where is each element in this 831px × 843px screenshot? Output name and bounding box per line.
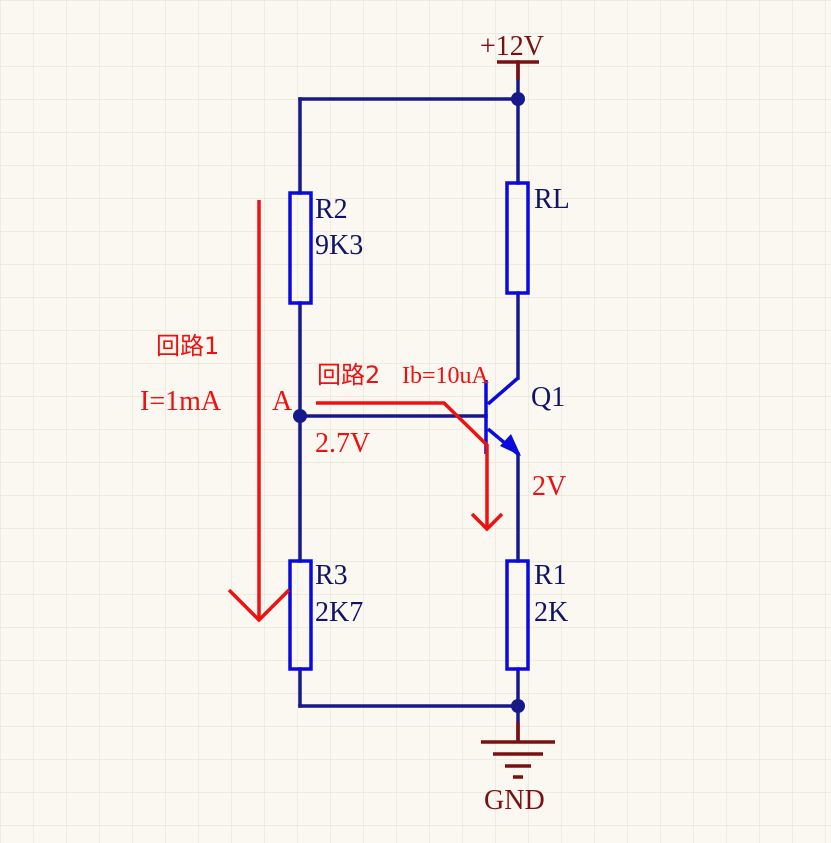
loop2-arrow [316,401,504,532]
junction-bottom [511,699,525,713]
resistor-rl [505,181,530,295]
resistor-r1 [505,559,530,671]
power-label: +12V [480,31,544,62]
loop2-label: 回路2 [317,361,380,389]
loop1-current: I=1mA [140,386,222,417]
transistor-collector-lead [486,376,520,406]
emitter-voltage: 2V [532,471,566,502]
junctions [293,92,525,713]
transistor-emitter-arrow [500,434,521,456]
power-symbol: +12V [480,31,544,80]
loop1-label: 回路1 [156,332,219,360]
ground-symbol [481,722,555,779]
ground-label: GND [484,785,545,816]
junction-a [293,409,307,423]
r3-designator: R3 [315,560,348,591]
loop1-arrow [227,200,291,623]
loop2-current: Ib=10uA [402,363,490,389]
node-a-label: A [272,386,293,417]
junction-top [511,92,525,106]
r2-designator: R2 [315,194,348,225]
rl-designator: RL [534,184,570,215]
resistor-r2 [288,191,313,305]
r1-value: 2K [534,597,568,628]
r1-designator: R1 [534,560,567,591]
r2-value: 9K3 [315,230,363,261]
node-a-voltage: 2.7V [315,428,370,459]
r3-value: 2K7 [315,597,363,628]
resistor-r3 [288,559,313,671]
q1-designator: Q1 [531,382,565,413]
